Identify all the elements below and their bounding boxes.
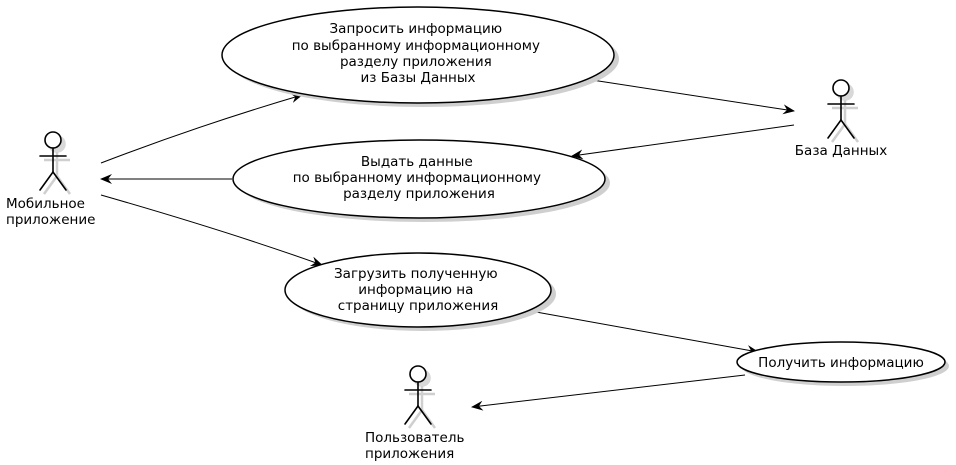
use-case-line: Выдать данные (361, 154, 473, 170)
actor-label: База Данных (795, 143, 887, 159)
use-case-line: по выбранному информационному (293, 170, 541, 186)
use-case-get-info: Получить информацию (736, 341, 949, 386)
actor-label: Пользователь (365, 430, 464, 446)
actor-label: приложения (365, 446, 454, 462)
use-case-line: информацию на (358, 282, 473, 298)
actor-head (832, 79, 850, 97)
use-case-line: разделу приложения (343, 186, 495, 202)
edge-request-to-database (591, 79, 795, 115)
use-case-line: разделу приложения (340, 54, 492, 70)
svg-text:База Данных: База Данных (795, 143, 887, 159)
use-case-line: страницу приложения (338, 298, 498, 314)
actor-label: Мобильное (6, 196, 85, 212)
svg-text:Выдать данные по выбранн: Выдать данные по выбранному информационн… (293, 154, 546, 202)
svg-text:Загрузить полученную инф: Загрузить полученную информацию на стран… (334, 266, 502, 314)
use-case-line: по выбранному информационному (292, 38, 540, 54)
edge-mobile-to-request (100, 93, 303, 164)
use-case-request-info: Запросить информацию по выбранному инфор… (221, 6, 619, 107)
edge-load-to-get (535, 311, 759, 355)
use-case-line: Получить информацию (758, 355, 924, 371)
edge-database-to-provide (571, 124, 795, 160)
svg-text:Пользователь приложения: Пользователь приложения (365, 430, 469, 462)
actor-head (44, 131, 62, 149)
use-case-provide-data: Выдать данные по выбранному информационн… (232, 139, 610, 222)
svg-text:Запросить информацию по: Запросить информацию по выбранному инфор… (292, 21, 545, 86)
edge-mobile-to-load (100, 194, 323, 266)
actor-mobile-app: Мобильное приложение (6, 131, 95, 228)
edges (100, 79, 795, 411)
actor-label: приложение (6, 212, 95, 228)
edge-get-to-user (471, 374, 746, 411)
actor-head (409, 365, 427, 383)
use-case-line: Запросить информацию (330, 21, 503, 37)
use-case-load-info: Загрузить полученную информацию на стран… (284, 252, 556, 331)
use-case-line: Загрузить полученную (334, 266, 498, 282)
use-case-line: из Базы Данных (360, 70, 475, 86)
svg-text:Получить информацию: Получить информацию (758, 355, 924, 371)
actor-user: Пользователь приложения (365, 365, 469, 462)
svg-text:Мобильное приложение: Мобильное приложение (6, 196, 95, 228)
actor-database: База Данных (795, 79, 887, 159)
